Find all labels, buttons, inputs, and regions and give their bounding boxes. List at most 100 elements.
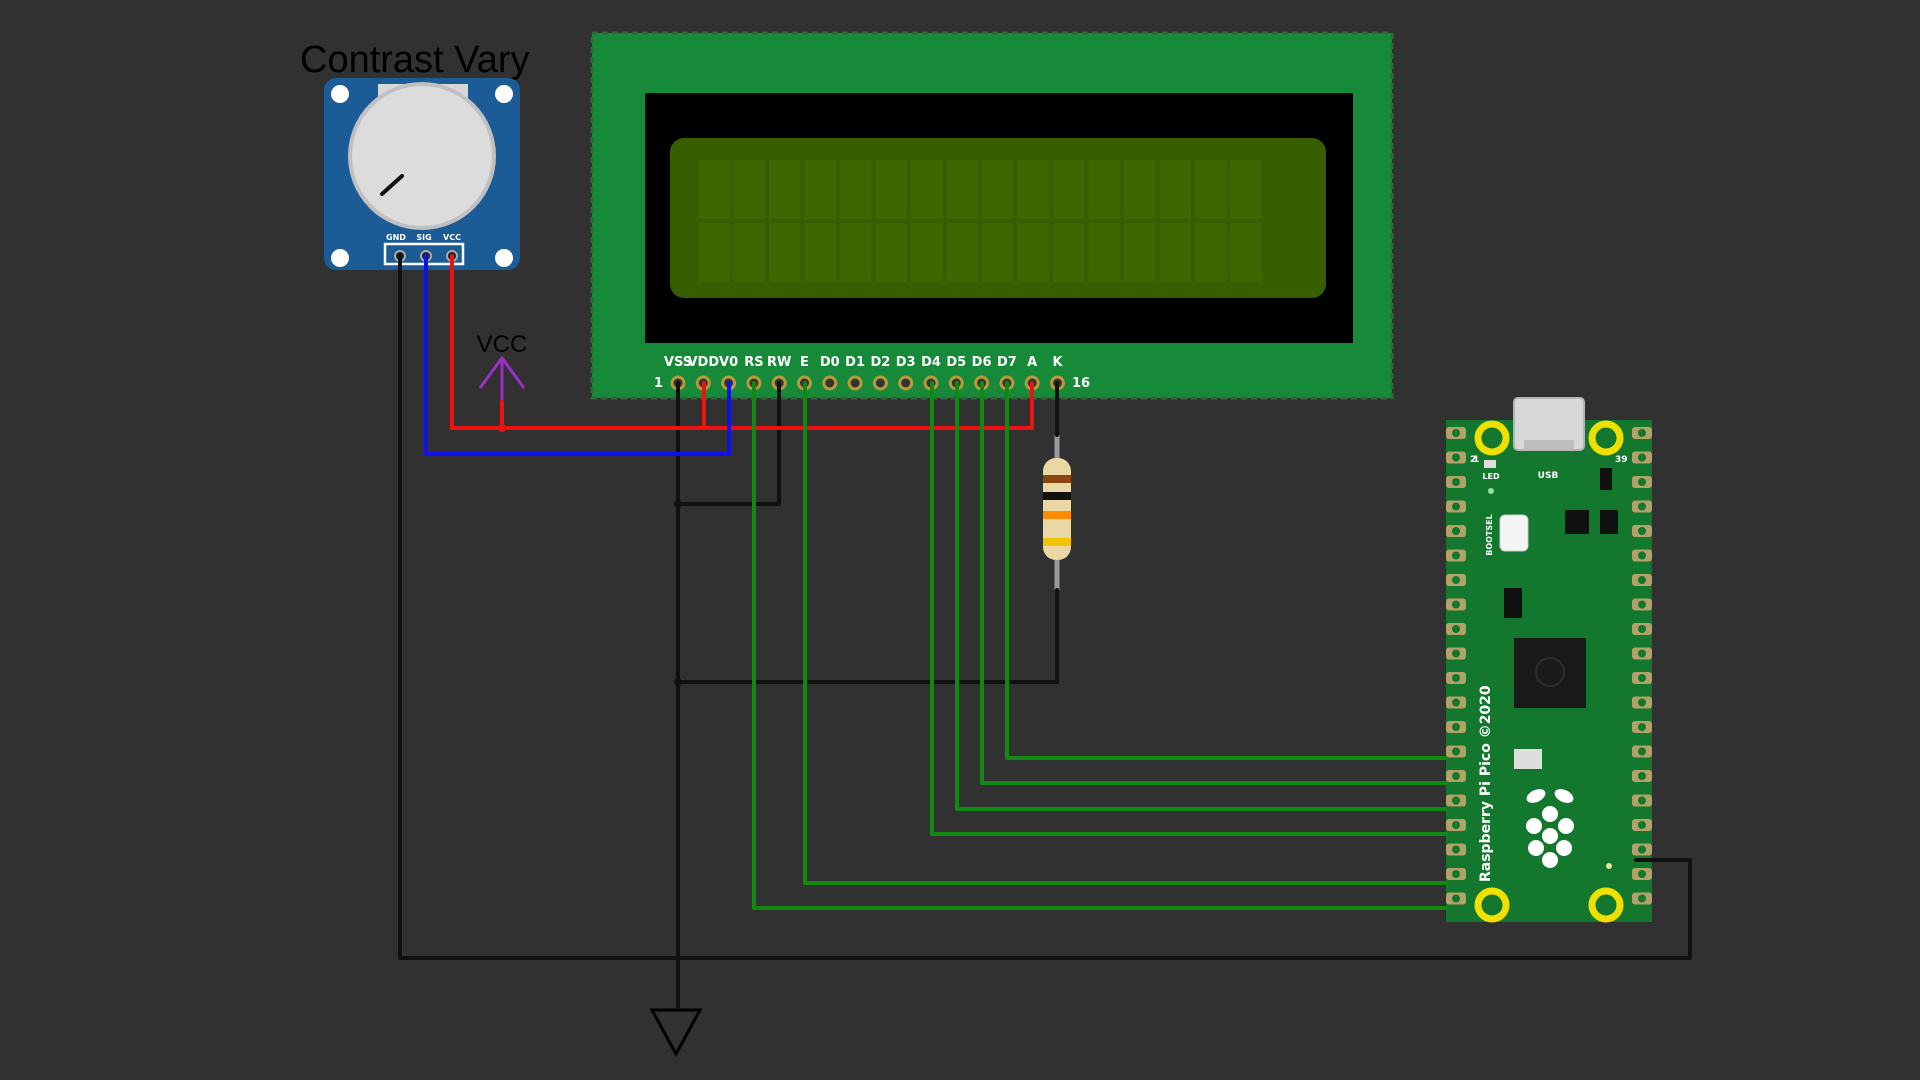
potentiometer-title: Contrast Vary bbox=[300, 39, 529, 81]
lcd-char-cell bbox=[733, 160, 765, 219]
pico-pin-hole bbox=[1638, 821, 1646, 829]
lcd-pin-label-e: E bbox=[800, 355, 809, 370]
ground-symbol-icon[interactable] bbox=[649, 1008, 703, 1058]
bootsel-label: BOOTSEL bbox=[1485, 514, 1494, 555]
pico-pin-hole bbox=[1452, 551, 1460, 560]
wire-pot-gnd[interactable] bbox=[398, 254, 1692, 960]
lcd-char-cell bbox=[1195, 223, 1227, 282]
pico-pin-hole bbox=[1452, 649, 1460, 658]
resistor-body bbox=[1043, 458, 1071, 560]
pico-pin-hole bbox=[1638, 723, 1646, 731]
pico-pin-hole bbox=[1452, 478, 1460, 486]
bootsel-button[interactable] bbox=[1499, 514, 1529, 552]
lcd-char-cell bbox=[1195, 160, 1227, 219]
junction-dot bbox=[498, 424, 506, 432]
resistor[interactable] bbox=[1043, 435, 1071, 590]
pico-pin-hole bbox=[1638, 600, 1646, 609]
lcd-pin-label-d7: D7 bbox=[997, 355, 1017, 370]
pico-pin-hole bbox=[1638, 747, 1646, 756]
pot-pin-label-sig: SIG bbox=[416, 233, 431, 242]
pico-pin-39-label: 39 bbox=[1615, 455, 1628, 465]
chip-icon bbox=[1565, 510, 1589, 534]
potentiometer-module[interactable]: Contrast Vary GND SIG VCC bbox=[300, 39, 529, 270]
mount-hole-icon bbox=[1474, 887, 1510, 923]
mount-hole-icon bbox=[1588, 420, 1624, 456]
test-point-icon bbox=[1606, 863, 1612, 869]
lcd-pin-d2[interactable] bbox=[872, 375, 888, 391]
pico-pin-hole bbox=[1452, 772, 1460, 780]
wire-rs[interactable] bbox=[752, 381, 1448, 910]
lcd-character-grid bbox=[698, 160, 1262, 282]
pico-pin-hole bbox=[1452, 845, 1460, 854]
wire-e[interactable] bbox=[803, 381, 1448, 885]
crystal-icon bbox=[1514, 749, 1542, 769]
wire-rw-ground[interactable] bbox=[676, 381, 781, 506]
vcc-symbol[interactable]: VCC bbox=[477, 331, 528, 402]
pico-pin-2-label-visible: 2 bbox=[1470, 455, 1476, 465]
lcd-pin-d1[interactable] bbox=[847, 375, 863, 391]
pico-pin-hole bbox=[1638, 772, 1646, 780]
resistor-band-black bbox=[1043, 492, 1071, 500]
lcd-char-cell bbox=[1053, 160, 1085, 219]
lcd-char-cell bbox=[1053, 223, 1085, 282]
chip-icon bbox=[1600, 468, 1612, 490]
lcd-char-cell bbox=[769, 223, 801, 282]
lcd-pin-d3[interactable] bbox=[898, 375, 914, 391]
pico-pin-hole bbox=[1638, 698, 1646, 707]
usb-port-icon bbox=[1524, 440, 1574, 450]
pico-pin-hole bbox=[1638, 649, 1646, 658]
wire-d6[interactable] bbox=[980, 381, 1448, 785]
lcd-pin-label-vdd: VDD bbox=[687, 355, 719, 370]
lcd-char-cell bbox=[1159, 223, 1191, 282]
wire-d4[interactable] bbox=[930, 381, 1448, 836]
pico-pin-hole bbox=[1638, 870, 1646, 878]
lcd-char-cell bbox=[698, 223, 730, 282]
lcd-pin-label-d2: D2 bbox=[870, 355, 890, 370]
lcd-pin-label-d5: D5 bbox=[946, 355, 966, 370]
pico-pin-hole bbox=[1638, 796, 1646, 805]
lcd-pin-label-d4: D4 bbox=[921, 355, 941, 370]
pico-pin-hole bbox=[1638, 453, 1646, 462]
resistor-band-brown bbox=[1043, 475, 1071, 483]
junction-dot bbox=[674, 500, 682, 508]
mount-hole-icon bbox=[331, 249, 349, 267]
lcd-char-cell bbox=[946, 223, 978, 282]
lcd-pin-label-a: A bbox=[1027, 355, 1037, 370]
mount-hole-icon bbox=[1474, 420, 1510, 456]
pot-pin-label-vcc: VCC bbox=[443, 233, 461, 242]
pico-pin-hole bbox=[1638, 674, 1646, 682]
pico-pin-hole bbox=[1638, 527, 1646, 535]
chip-icon bbox=[1504, 588, 1522, 618]
lcd-pin-label-rs: RS bbox=[744, 355, 763, 370]
wire-vcc-anode[interactable] bbox=[500, 381, 1034, 430]
wire-resistor-ground[interactable] bbox=[676, 588, 1059, 684]
wire-d7[interactable] bbox=[1005, 381, 1448, 760]
lcd-char-cell bbox=[1159, 160, 1191, 219]
raspberry-pi-pico[interactable]: USB LED 1 2 2 39 BOOTSEL Raspberry Pi Pi… bbox=[1446, 397, 1652, 923]
potentiometer-knob[interactable] bbox=[348, 82, 496, 230]
mount-hole-icon bbox=[495, 249, 513, 267]
lcd-char-cell bbox=[1017, 223, 1049, 282]
lcd-char-cell bbox=[733, 223, 765, 282]
mount-hole-icon bbox=[495, 85, 513, 103]
pico-pin-hole bbox=[1452, 870, 1460, 878]
lcd-char-cell bbox=[1017, 160, 1049, 219]
lcd-pin-label-d1: D1 bbox=[845, 355, 865, 370]
wires bbox=[398, 254, 1692, 1010]
mount-hole-icon bbox=[331, 85, 349, 103]
lcd-char-cell bbox=[946, 160, 978, 219]
vcc-label: VCC bbox=[477, 331, 528, 358]
pico-pin-hole bbox=[1452, 625, 1460, 633]
pico-pin-hole bbox=[1452, 429, 1460, 437]
lcd-char-cell bbox=[875, 223, 907, 282]
lcd-pin-label-k: K bbox=[1052, 355, 1063, 370]
wire-d5[interactable] bbox=[955, 381, 1448, 811]
lcd-char-cell bbox=[1230, 160, 1262, 219]
pico-pin-hole bbox=[1638, 576, 1646, 584]
lcd-char-cell bbox=[1124, 160, 1156, 219]
lcd-pin-d0[interactable] bbox=[822, 375, 838, 391]
wire-pot-sig[interactable] bbox=[424, 254, 731, 456]
pico-pin-hole bbox=[1638, 429, 1646, 437]
test-point-icon bbox=[1488, 488, 1494, 494]
